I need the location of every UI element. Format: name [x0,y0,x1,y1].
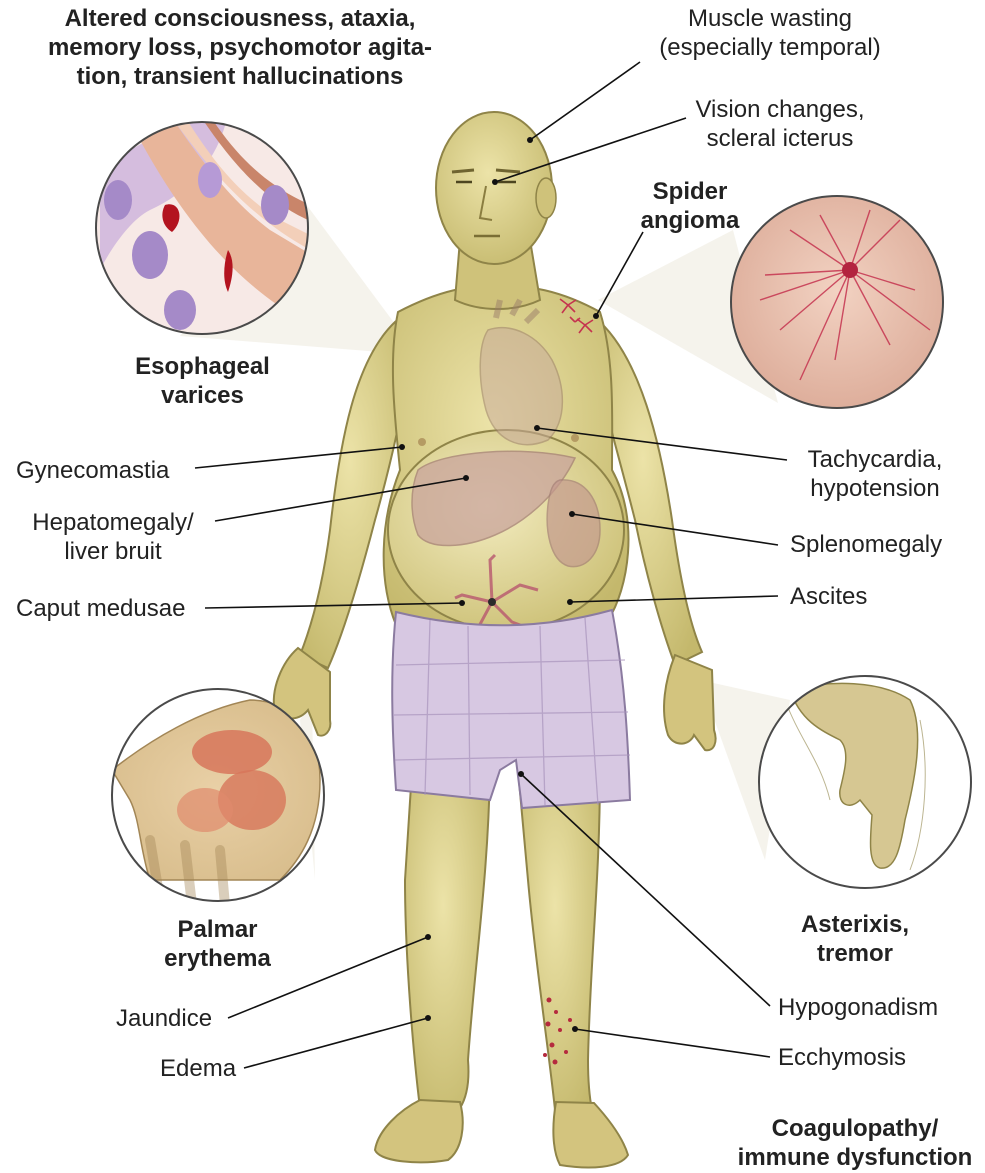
label-gynecomastia: Gynecomastia [16,456,169,485]
asterixis-inset [759,676,971,888]
label-line: Coagulopathy/ [735,1114,975,1143]
label-spider-angioma: Spider angioma [620,177,760,235]
label-line: tion, transient hallucinations [20,62,460,91]
label-line: hypotension [786,474,964,503]
label-line: angioma [620,206,760,235]
label-palmar-erythema: Palmar erythema [130,915,305,973]
label-ecchymosis: Ecchymosis [778,1043,906,1072]
label-line: scleral icterus [680,124,880,153]
label-line: Hepatomegaly/ [8,508,218,537]
right-foot [375,1100,463,1162]
label-vision-changes: Vision changes, scleral icterus [680,95,880,153]
label-line: Altered consciousness, ataxia, [20,4,460,33]
label-line: immune dysfunction [735,1143,975,1172]
right-leg [405,770,490,1108]
label-line: erythema [130,944,305,973]
label-line: Palmar [130,915,305,944]
label-line: (especially temporal) [640,33,900,62]
spider-angioma-inset [731,196,943,408]
label-line: varices [110,381,295,410]
label-line: Esophageal [110,352,295,381]
left-hand [664,655,716,750]
label-line: Muscle wasting [640,4,900,33]
label-esophageal-varices: Esophageal varices [110,352,295,410]
label-line: memory loss, psychomotor agita- [20,33,460,62]
label-hypogonadism: Hypogonadism [778,993,938,1022]
label-ascites: Ascites [790,582,867,611]
ear [536,178,556,218]
label-asterixis: Asterixis, tremor [790,910,920,968]
label-altered-consciousness: Altered consciousness, ataxia, memory lo… [20,4,460,91]
label-line: liver bruit [8,537,218,566]
label-splenomegaly: Splenomegaly [790,530,942,559]
label-line: tremor [790,939,920,968]
label-tachycardia: Tachycardia, hypotension [786,445,964,503]
label-caput-medusae: Caput medusae [16,594,185,623]
label-line: Vision changes, [680,95,880,124]
label-edema: Edema [160,1054,236,1083]
palmar-erythema-inset [112,689,324,905]
head [436,112,552,264]
label-line: Asterixis, [790,910,920,939]
label-muscle-wasting: Muscle wasting (especially temporal) [640,4,900,62]
label-coagulopathy: Coagulopathy/ immune dysfunction [735,1114,975,1172]
left-leg [518,770,600,1110]
label-line: Spider [620,177,760,206]
label-jaundice: Jaundice [116,1004,212,1033]
label-hepatomegaly: Hepatomegaly/ liver bruit [8,508,218,566]
left-foot [553,1102,628,1168]
label-line: Tachycardia, [786,445,964,474]
